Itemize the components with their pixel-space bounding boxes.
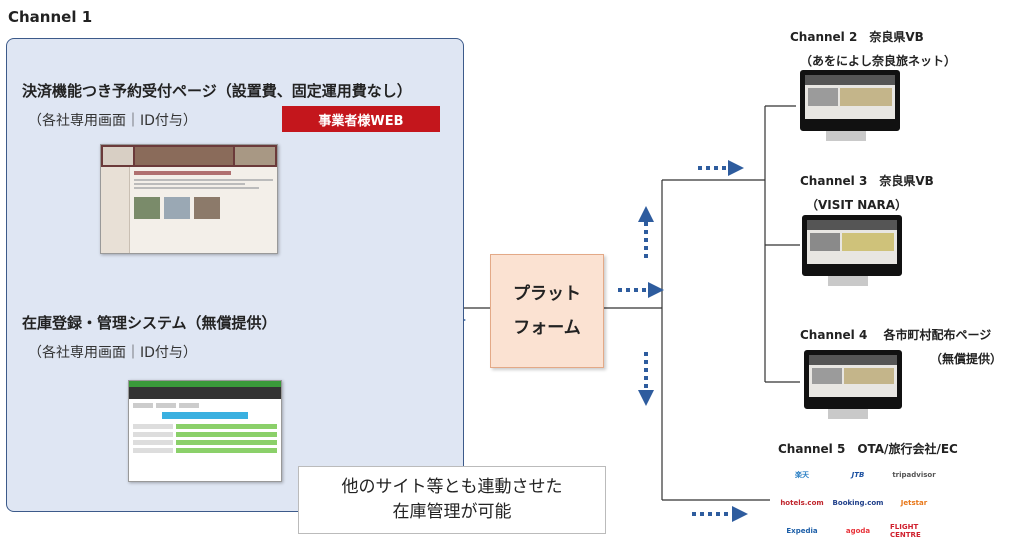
inventory-sub: （各社専用画面｜ID付与） bbox=[28, 345, 197, 361]
channel3-monitor bbox=[802, 215, 902, 276]
inventory-system-screenshot bbox=[128, 380, 282, 482]
jtb-logo: JTB bbox=[851, 471, 865, 479]
channel2-title: Channel 2 奈良県VB bbox=[790, 30, 924, 44]
rakuten-logo: 楽天 bbox=[795, 471, 809, 479]
jetstar-logo: Jetstar bbox=[900, 499, 928, 507]
expedia-logo: Expedia bbox=[786, 527, 818, 535]
channel4-subtitle: （無償提供） bbox=[930, 352, 1003, 366]
business-web-badge: 事業者様WEB bbox=[282, 106, 440, 132]
ota-logo-grid: 楽天 JTB tripadvisor hotels.com Booking.co… bbox=[778, 464, 946, 542]
channel5-title: Channel 5 OTA/旅行会社/EC bbox=[778, 442, 958, 456]
agoda-logo: agoda bbox=[845, 527, 871, 535]
booking-sub: （各社専用画面｜ID付与） bbox=[28, 113, 197, 129]
channel3-monitor-stand bbox=[828, 276, 868, 286]
channel2-subtitle: （あをによし奈良旅ネット） bbox=[800, 54, 957, 68]
booking-heading: 決済機能つき予約受付ページ（設置費、固定運用費なし） bbox=[22, 82, 412, 100]
channel3-title: Channel 3 奈良県VB bbox=[800, 174, 934, 188]
note-line2: 在庫管理が可能 bbox=[392, 502, 512, 522]
note-line1: 他のサイト等とも連動させた bbox=[341, 477, 563, 497]
hotels-com-logo: hotels.com bbox=[780, 499, 824, 507]
channel4-monitor bbox=[804, 350, 902, 409]
booking-page-screenshot bbox=[100, 144, 278, 254]
inventory-heading: 在庫登録・管理システム（無償提供） bbox=[22, 314, 277, 332]
channel4-monitor-stand bbox=[828, 409, 868, 419]
channel2-monitor bbox=[800, 70, 900, 131]
platform-line1: プラット bbox=[513, 284, 581, 304]
flight-centre-logo: FLIGHT CENTRE bbox=[890, 523, 921, 539]
channel1-title: Channel 1 bbox=[8, 8, 93, 26]
booking-com-logo: Booking.com bbox=[832, 499, 884, 507]
channel3-subtitle: （VISIT NARA） bbox=[806, 198, 908, 212]
platform-box: プラット フォーム bbox=[490, 254, 604, 368]
platform-line2: フォーム bbox=[513, 318, 581, 338]
channel4-title: Channel 4 各市町村配布ページ bbox=[800, 328, 992, 342]
channel2-monitor-stand bbox=[826, 131, 866, 141]
inventory-note: 他のサイト等とも連動させた 在庫管理が可能 bbox=[298, 466, 606, 534]
tripadvisor-logo: tripadvisor bbox=[892, 471, 936, 479]
